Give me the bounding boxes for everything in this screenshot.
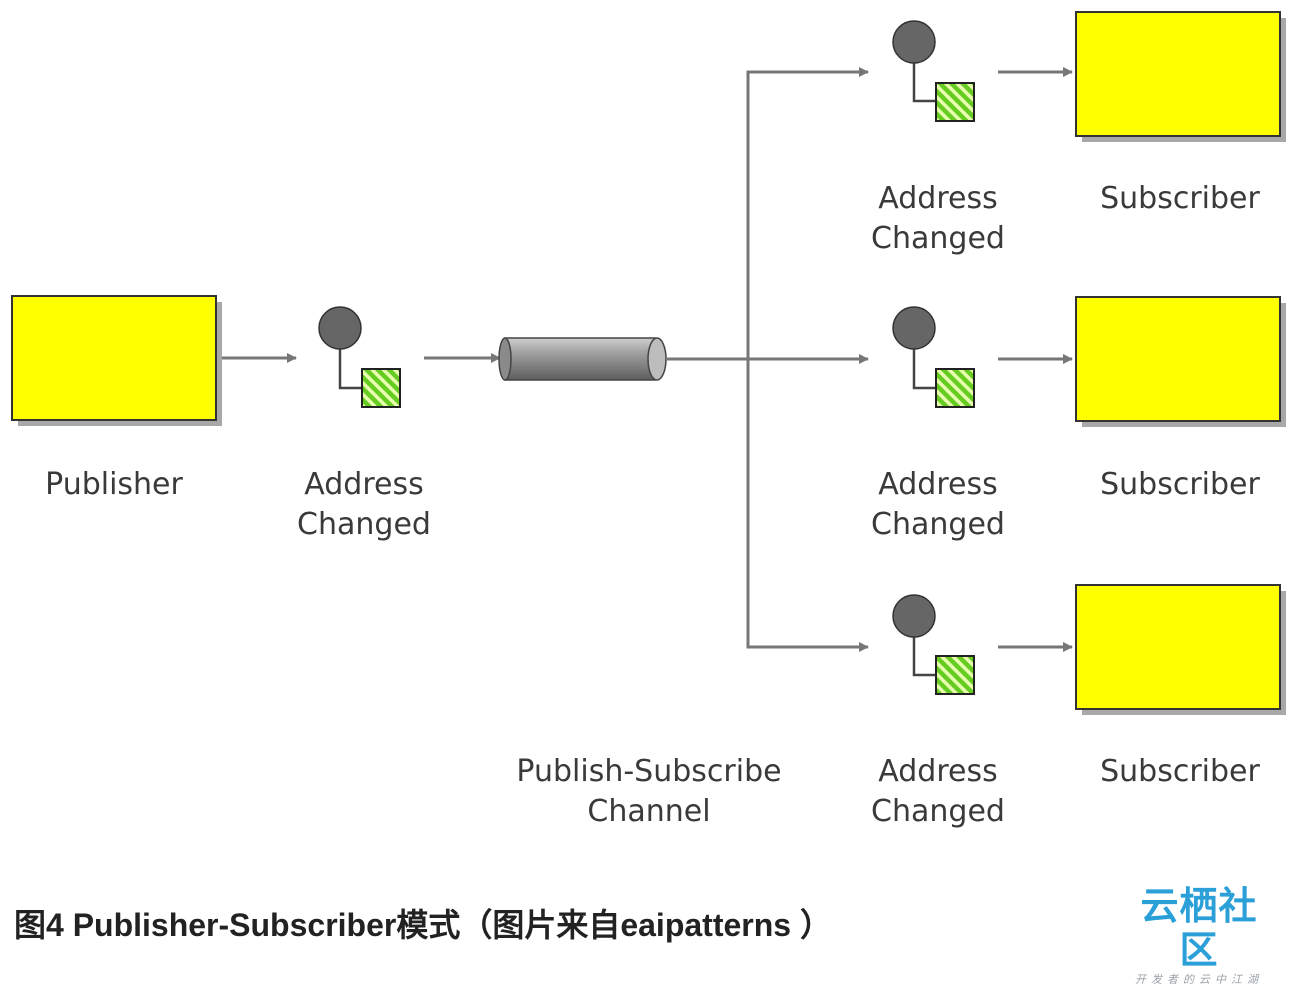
publisher-label: Publisher bbox=[14, 465, 214, 505]
message-label: Address Changed bbox=[284, 465, 444, 545]
channel-label: Publish-Subscribe Channel bbox=[504, 752, 794, 832]
message-icon bbox=[318, 306, 401, 408]
subscriber-label-text: Subscriber bbox=[1100, 467, 1260, 502]
branch-message-icon bbox=[892, 20, 975, 122]
branch-message-label-line2: Changed bbox=[871, 794, 1005, 829]
branch-message-label-line1: Address bbox=[878, 754, 998, 789]
subscriber-box bbox=[1075, 11, 1286, 142]
branch-message-label-line1: Address bbox=[878, 181, 998, 216]
branch-message-label: Address Changed bbox=[858, 179, 1018, 259]
branch-message-label-line2: Changed bbox=[871, 507, 1005, 542]
message-label-line2: Changed bbox=[297, 507, 431, 542]
branch-message-label-line2: Changed bbox=[871, 221, 1005, 256]
channel-label-line2: Channel bbox=[587, 794, 711, 829]
channel-label-line1: Publish-Subscribe bbox=[516, 754, 782, 789]
distribution-lines bbox=[666, 67, 869, 652]
publisher-box bbox=[11, 295, 222, 426]
branch-message-icon bbox=[892, 594, 975, 695]
branch-message-label: Address Changed bbox=[858, 752, 1018, 832]
message-label-line1: Address bbox=[304, 467, 424, 502]
publisher-label-text: Publisher bbox=[45, 467, 183, 502]
branch-message-icon bbox=[892, 306, 975, 408]
pub-sub-diagram bbox=[11, 11, 1286, 715]
subscriber-label: Subscriber bbox=[1080, 465, 1280, 505]
subscriber-box bbox=[1075, 296, 1286, 427]
subscriber-label: Subscriber bbox=[1080, 179, 1280, 219]
subscriber-label-text: Subscriber bbox=[1100, 754, 1260, 789]
subscriber-label: Subscriber bbox=[1080, 752, 1280, 792]
figure-caption: 图4 Publisher-Subscriber模式（图片来自eaipattern… bbox=[14, 907, 832, 943]
subscriber-label-text: Subscriber bbox=[1100, 181, 1260, 216]
watermark-logo-mark: 云栖社区 bbox=[1140, 884, 1258, 972]
watermark-logo: 云栖社区 开发者的云中江湖 bbox=[1124, 884, 1274, 988]
subscriber-box bbox=[1075, 584, 1286, 715]
channel-pipe bbox=[498, 337, 667, 381]
branch-message-label: Address Changed bbox=[858, 465, 1018, 545]
branch-message-label-line1: Address bbox=[878, 467, 998, 502]
watermark-logo-sub: 开发者的云中江湖 bbox=[1135, 973, 1263, 986]
